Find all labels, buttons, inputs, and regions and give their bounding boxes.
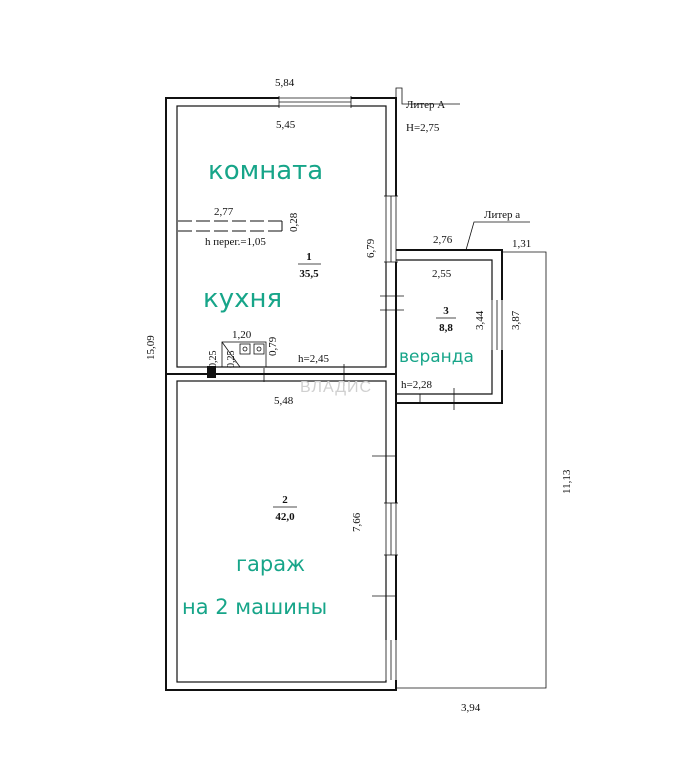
label-room1-top: комната [208,156,323,186]
beam [178,220,283,232]
window-right-upper [384,195,398,263]
stove [221,341,267,368]
dim-right-long: 11,13 [561,469,573,494]
dim-small-b: 0,25 [226,351,237,369]
liter-annex: Литер а [484,209,520,221]
dim-veranda-right-inner: 3,44 [474,310,486,330]
room-1-number: 1 [306,251,312,263]
room-1-area: 35,5 [299,268,319,280]
dim-top-inner: 5,45 [276,119,296,131]
watermark: ВЛАДИС [300,379,372,396]
room-2-tag: 2 42,0 [273,494,297,523]
dim-room1-height: h=2,45 [298,353,329,365]
window-veranda [490,300,504,350]
site-outline [396,251,547,689]
label-room2-line1: гараж [236,552,305,576]
liter-main-height: H=2,75 [406,122,440,134]
dim-bottom-right: 3,94 [461,702,481,714]
label-room2-line2: на 2 машины [182,595,327,619]
dimensions: 5,84 5,45 15,09 6,79 2,77 0,28 h перег.=… [145,77,573,714]
dim-veranda-ext: 1,31 [512,238,531,250]
dim-garage-right: 7,66 [351,512,363,532]
liter-main: Литер А [406,99,445,111]
window-right-lower [384,502,398,556]
veranda [396,249,547,689]
dim-stove-width: 1,20 [232,329,252,341]
dim-veranda-right-outer: 3,87 [510,310,522,330]
label-room3: веранда [399,347,474,367]
dim-small-a: 0,25 [208,351,219,369]
window-right-bottom [384,640,398,680]
chimney-block [207,366,216,378]
dim-veranda-inner: 2,55 [432,268,452,280]
room-2-number: 2 [282,494,288,506]
dim-veranda-outer: 2,76 [433,234,453,246]
window-top [278,96,352,108]
dim-left-total: 15,09 [145,335,157,360]
liter-labels: Литер А H=2,75 Литер а [406,99,520,221]
dim-beam-note: h перег.=1,05 [205,236,266,248]
label-room1-bottom: кухня [203,284,282,314]
room-2-area: 42,0 [275,511,295,523]
dim-middle-width: 5,48 [274,395,294,407]
dim-right-upper: 6,79 [365,238,377,258]
room-1-tag: 1 35,5 [298,251,321,280]
room-3-number: 3 [443,305,449,317]
dim-beam-height: 0,28 [288,212,300,232]
dim-top-outer: 5,84 [275,77,295,89]
dim-veranda-height: h=2,28 [401,379,432,391]
dim-stove-depth: 0,79 [267,336,279,356]
room-3-tag: 3 8,8 [436,305,456,334]
room-3-area: 8,8 [439,322,453,334]
main-building [165,96,404,691]
dim-beam-length: 2,77 [214,206,234,218]
